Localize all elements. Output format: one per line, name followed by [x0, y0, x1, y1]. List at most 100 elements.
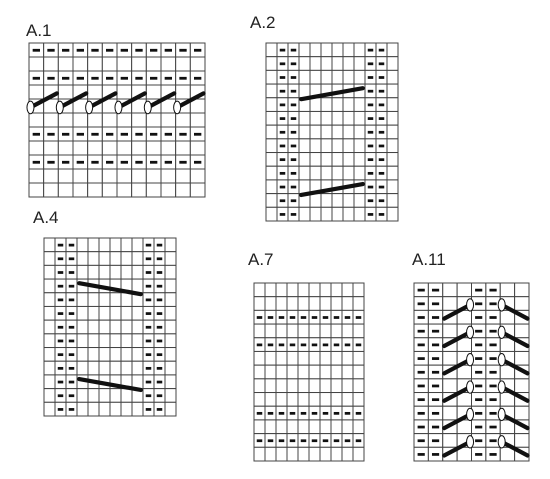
grid-cell: [456, 282, 472, 298]
purl-symbol: [194, 132, 202, 136]
grid-cell: [275, 282, 288, 298]
purl-symbol: [120, 76, 128, 80]
purl-symbol: [179, 76, 187, 80]
purl-symbol: [333, 439, 340, 443]
grid-cell: [275, 350, 288, 366]
grid-cell: [116, 168, 133, 184]
grid-cell: [320, 206, 333, 222]
grid-cell: [352, 378, 365, 394]
grid-cell: [330, 419, 343, 435]
purl-symbol: [68, 325, 75, 329]
grid-cell: [265, 206, 278, 222]
grid-cell: [331, 69, 344, 85]
purl-symbol: [68, 366, 75, 370]
grid-cell: [330, 392, 343, 407]
purl-symbol: [156, 394, 163, 398]
purl-symbol: [164, 132, 172, 136]
chart-title: A.1: [26, 21, 52, 40]
purl-symbol: [475, 302, 483, 306]
grid-cell: [145, 182, 162, 198]
cable-line: [57, 91, 89, 110]
grid-cell: [265, 97, 278, 112]
grid-cell: [253, 446, 266, 462]
purl-symbol: [431, 453, 440, 456]
grid-cell: [275, 392, 288, 407]
cable-line: [442, 330, 473, 349]
purl-symbol: [145, 271, 152, 274]
cable-line: [499, 439, 530, 458]
grid-cell: [386, 42, 399, 58]
grid-cell: [175, 56, 191, 72]
purl-symbol: [489, 439, 497, 443]
purl-symbol: [367, 185, 374, 189]
grid-cell: [265, 138, 278, 154]
purl-symbol: [57, 284, 64, 288]
grid-cell: [87, 401, 100, 417]
purl-symbol: [32, 76, 40, 80]
purl-symbol: [290, 199, 297, 203]
grid-cell: [109, 333, 122, 349]
purl-symbol: [431, 384, 440, 388]
grid-cell: [264, 419, 277, 435]
chart-title: A.7: [248, 250, 274, 269]
purl-symbol: [367, 48, 374, 52]
purl-symbol: [431, 343, 440, 347]
purl-symbol: [32, 132, 40, 136]
purl-symbol: [156, 243, 163, 247]
purl-symbol: [267, 316, 274, 319]
grid-cell: [309, 138, 322, 154]
grid-cell: [120, 305, 133, 321]
purl-symbol: [68, 243, 75, 247]
grid-cell: [352, 282, 365, 298]
grid-cell: [386, 152, 399, 167]
grid-cell: [297, 446, 310, 462]
chart-title: A.4: [33, 208, 59, 227]
grid-cell: [309, 152, 322, 167]
purl-symbol: [179, 160, 187, 164]
purl-symbol: [164, 160, 172, 164]
grid-cell: [308, 378, 321, 394]
grid-cell: [43, 360, 56, 376]
grid-cell: [28, 140, 45, 156]
knitting-grid: [253, 282, 365, 462]
purl-symbol: [344, 343, 351, 347]
purl-symbol: [289, 411, 296, 415]
purl-symbol: [279, 213, 286, 216]
grid-cell: [309, 124, 322, 140]
grid-cell: [43, 168, 59, 184]
purl-symbol: [367, 130, 374, 134]
grid-cell: [309, 56, 322, 71]
purl-symbol: [290, 62, 297, 66]
purl-symbol: [279, 130, 286, 134]
grid-cell: [76, 251, 89, 266]
purl-symbol: [256, 439, 263, 443]
cable-line: [442, 439, 473, 458]
grid-cell: [101, 112, 118, 128]
grid-cell: [341, 378, 354, 394]
grid-cell: [76, 305, 89, 321]
purl-symbol: [135, 132, 143, 136]
grid-cell: [265, 56, 278, 71]
grid-cell: [28, 182, 45, 198]
grid-cell: [116, 56, 133, 72]
grid-cell: [298, 124, 311, 140]
grid-cell: [189, 112, 206, 128]
grid-cell: [386, 138, 399, 154]
purl-symbol: [290, 171, 297, 175]
grid-cell: [342, 42, 355, 58]
purl-symbol: [417, 384, 425, 388]
purl-symbol: [290, 76, 297, 79]
grid-cell: [116, 182, 133, 198]
purl-symbol: [120, 132, 128, 136]
grid-cell: [164, 305, 177, 321]
grid-cell: [87, 168, 103, 184]
grid-cell: [514, 323, 530, 339]
purl-symbol: [91, 132, 99, 136]
purl-symbol: [489, 411, 497, 415]
grid-cell: [353, 138, 366, 154]
grid-cell: [298, 152, 311, 167]
grid-cell: [297, 419, 310, 435]
grid-cell: [514, 433, 530, 448]
grid-cell: [164, 360, 177, 376]
grid-cell: [98, 292, 111, 307]
